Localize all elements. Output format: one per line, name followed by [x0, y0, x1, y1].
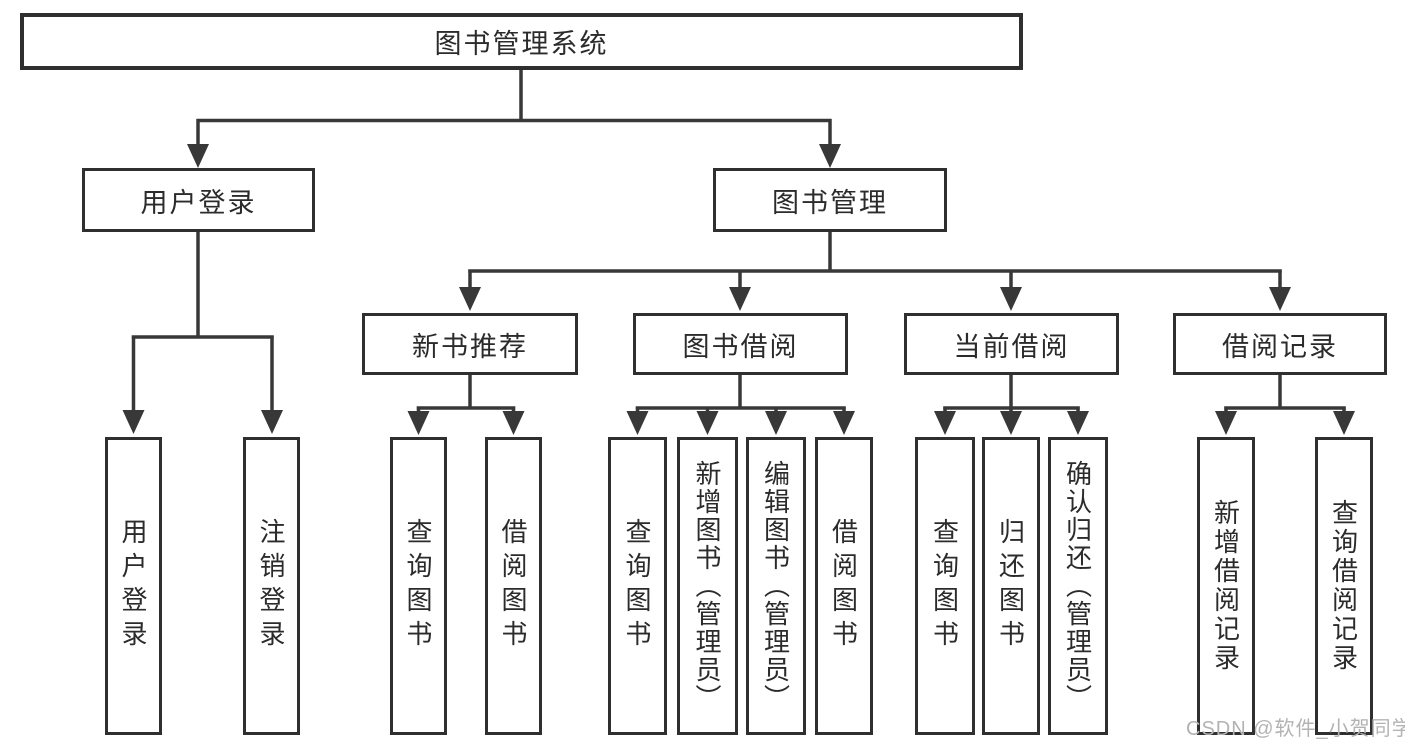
arrow-down-icon	[187, 144, 209, 168]
node-leaf-return-books: 归还图书	[982, 437, 1040, 735]
arrow-down-icon	[1333, 411, 1355, 435]
node-leaf-add-books-admin: 新增图书（管理员）	[677, 437, 738, 735]
arrow-down-icon	[696, 411, 719, 435]
arrow-down-icon	[1067, 411, 1089, 435]
node-leaf-query-books-borrow: 查询图书	[608, 437, 667, 735]
arrow-down-icon	[407, 411, 430, 435]
node-leaf-edit-books-admin: 编辑图书（管理员）	[746, 437, 806, 735]
node-root-system: 图书管理系统	[20, 13, 1023, 70]
arrow-down-icon	[502, 411, 525, 435]
node-leaf-query-books-recommend: 查询图书	[390, 437, 447, 735]
node-leaf-query-borrow-record: 查询借阅记录	[1315, 437, 1373, 735]
node-leaf-add-borrow-record: 新增借阅记录	[1197, 437, 1255, 735]
node-leaf-borrow-books-recommend: 借阅图书	[485, 437, 542, 735]
node-book-management-branch: 图书管理	[713, 168, 947, 232]
arrow-down-icon	[765, 411, 787, 435]
node-current-borrow: 当前借阅	[904, 313, 1119, 375]
node-leaf-confirm-return-admin: 确认归还（管理员）	[1048, 437, 1108, 735]
arrow-down-icon	[122, 410, 145, 434]
arrow-down-icon	[833, 411, 855, 435]
node-leaf-borrow-books: 借阅图书	[815, 437, 873, 735]
node-borrow-records: 借阅记录	[1173, 313, 1387, 375]
watermark: CSDN @软件_小贺同学	[1186, 718, 1405, 740]
node-new-book-recommend: 新书推荐	[362, 313, 578, 375]
arrow-down-icon	[934, 411, 956, 435]
arrow-down-icon	[626, 411, 649, 435]
arrow-down-icon	[459, 287, 481, 311]
node-leaf-query-books-current: 查询图书	[915, 437, 975, 735]
arrow-down-icon	[729, 287, 751, 311]
arrow-down-icon	[1000, 411, 1022, 435]
node-leaf-logout: 注销登录	[243, 437, 300, 735]
node-user-login-branch: 用户登录	[82, 168, 315, 232]
arrow-down-icon	[1000, 287, 1022, 311]
arrow-down-icon	[819, 144, 841, 168]
node-book-borrow: 图书借阅	[633, 313, 848, 375]
arrow-down-icon	[261, 410, 283, 434]
arrow-down-icon	[1269, 287, 1291, 311]
node-leaf-user-login: 用户登录	[105, 437, 162, 735]
arrow-down-icon	[1215, 411, 1237, 435]
